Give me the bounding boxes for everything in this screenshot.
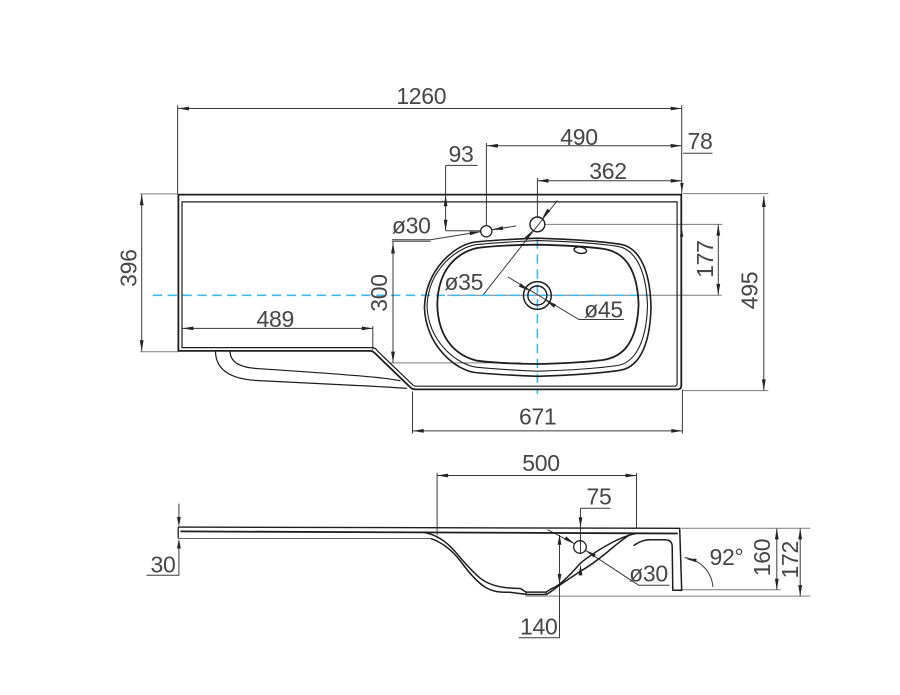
- svg-text:ø30: ø30: [392, 213, 431, 239]
- svg-text:500: 500: [522, 450, 559, 476]
- svg-text:172: 172: [777, 541, 803, 578]
- svg-text:300: 300: [366, 274, 392, 311]
- svg-text:ø35: ø35: [444, 269, 483, 295]
- svg-text:140: 140: [520, 613, 557, 639]
- svg-text:177: 177: [692, 240, 718, 277]
- svg-text:671: 671: [519, 404, 556, 430]
- svg-text:489: 489: [257, 306, 294, 332]
- svg-text:92°: 92°: [710, 544, 744, 570]
- svg-text:490: 490: [560, 124, 597, 150]
- svg-text:75: 75: [587, 484, 612, 510]
- svg-text:362: 362: [589, 158, 626, 184]
- svg-text:93: 93: [449, 141, 474, 167]
- svg-text:1260: 1260: [396, 83, 446, 109]
- svg-text:30: 30: [151, 551, 176, 577]
- svg-text:160: 160: [749, 539, 775, 576]
- svg-text:78: 78: [688, 128, 713, 154]
- svg-text:ø30: ø30: [629, 561, 668, 587]
- svg-text:396: 396: [115, 249, 141, 286]
- svg-text:ø45: ø45: [584, 297, 623, 323]
- svg-text:495: 495: [737, 272, 763, 309]
